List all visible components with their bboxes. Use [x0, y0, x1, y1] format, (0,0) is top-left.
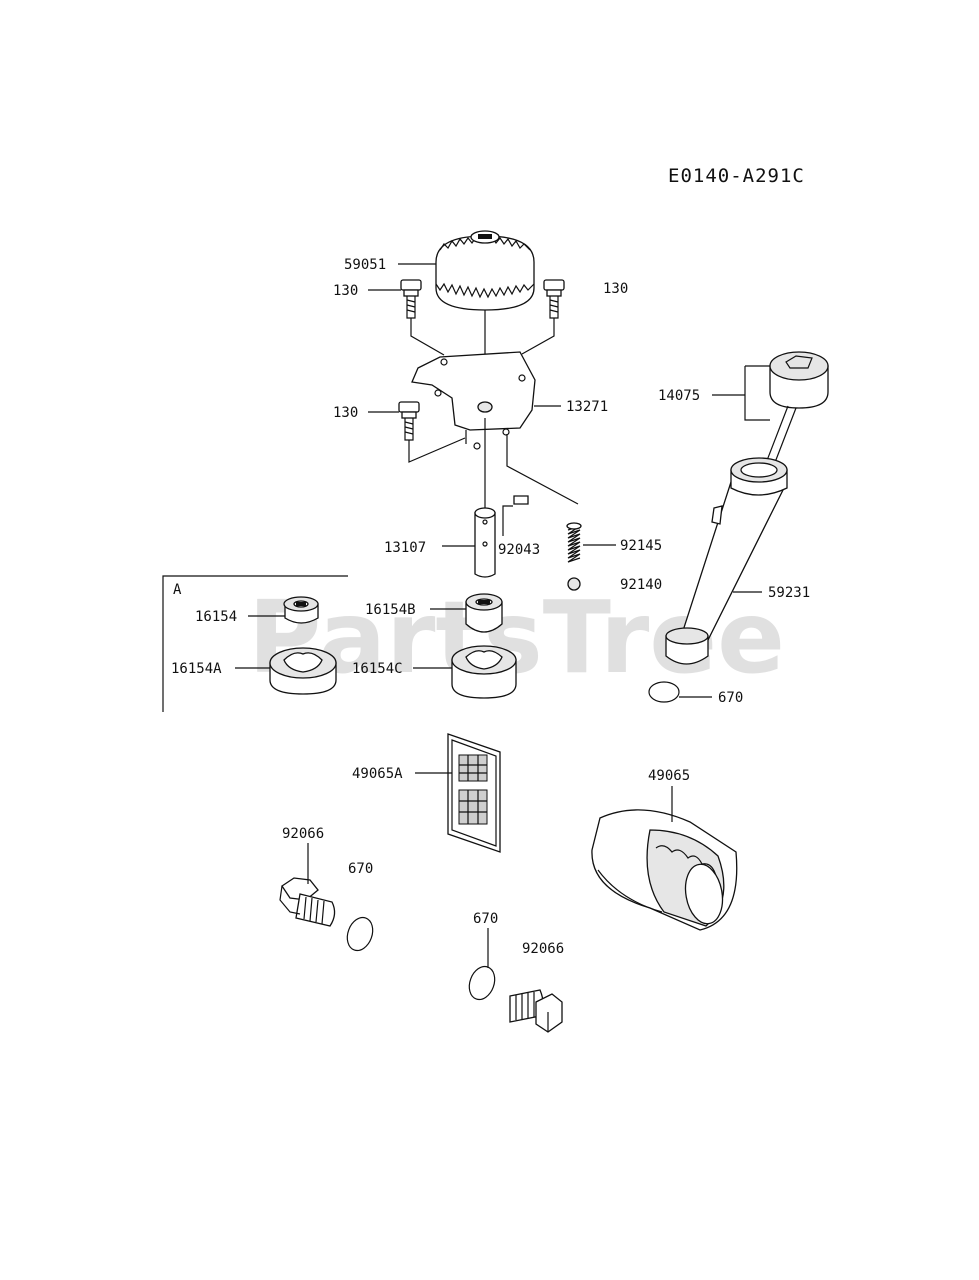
bolt-130-left[interactable] [400, 279, 422, 319]
label-130-lower: 130 [333, 405, 358, 421]
inset-label: A [173, 582, 182, 598]
pump-cover-plate-13271[interactable] [411, 351, 536, 450]
pin-92043[interactable] [502, 495, 529, 536]
bolt-130-right[interactable] [543, 279, 565, 319]
label-130-right: 130 [603, 281, 628, 297]
label-16154A: 16154A [171, 661, 222, 677]
label-670-right: 670 [473, 911, 498, 927]
outer-rotor-16154A[interactable] [269, 647, 337, 695]
diagram-code: E0140-A291C [668, 165, 805, 187]
label-16154: 16154 [195, 609, 237, 625]
label-14075: 14075 [658, 388, 700, 404]
label-13271: 13271 [566, 399, 608, 415]
oil-filler-tube-59231[interactable] [665, 457, 788, 665]
oil-screen-49065A[interactable] [447, 733, 501, 853]
inner-rotor-16154B[interactable] [465, 593, 503, 633]
leader-bolt-right-to-plate [521, 318, 555, 355]
o-ring-670-right[interactable] [465, 963, 499, 1003]
o-ring-670-tube[interactable] [648, 681, 680, 703]
outer-rotor-16154C[interactable] [451, 645, 517, 699]
label-670-left: 670 [348, 861, 373, 877]
bolt-130-lower[interactable] [398, 401, 420, 441]
label-670-tube: 670 [718, 690, 743, 706]
o-ring-670-left[interactable] [343, 914, 377, 954]
label-92140: 92140 [620, 577, 662, 593]
leader-bolt-left-to-plate [410, 318, 445, 356]
label-49065: 49065 [648, 768, 690, 784]
ball-92140[interactable] [567, 577, 581, 591]
leader-lines [235, 263, 770, 968]
leader-plate-to-spring [506, 434, 579, 505]
label-49065A: 49065A [352, 766, 403, 782]
label-59051: 59051 [344, 257, 386, 273]
gear-59051[interactable] [435, 230, 535, 311]
label-130-left: 130 [333, 283, 358, 299]
label-92145: 92145 [620, 538, 662, 554]
drain-plug-92066-left[interactable] [279, 877, 336, 927]
label-59231: 59231 [768, 585, 810, 601]
oil-filter-49065[interactable] [591, 809, 738, 931]
label-16154C: 16154C [352, 661, 403, 677]
spring-92145[interactable] [566, 522, 582, 563]
label-16154B: 16154B [365, 602, 416, 618]
oil-filler-cap-14075[interactable] [743, 351, 829, 523]
label-92066-left: 92066 [282, 826, 324, 842]
leader-bolt-lower-to-plate [408, 437, 466, 463]
label-92043: 92043 [498, 542, 540, 558]
label-92066-right: 92066 [522, 941, 564, 957]
label-13107: 13107 [384, 540, 426, 556]
inner-rotor-16154[interactable] [283, 596, 319, 624]
inset-frame [162, 575, 348, 712]
pump-shaft-13107[interactable] [474, 507, 496, 578]
drain-plug-92066-right[interactable] [509, 989, 563, 1033]
